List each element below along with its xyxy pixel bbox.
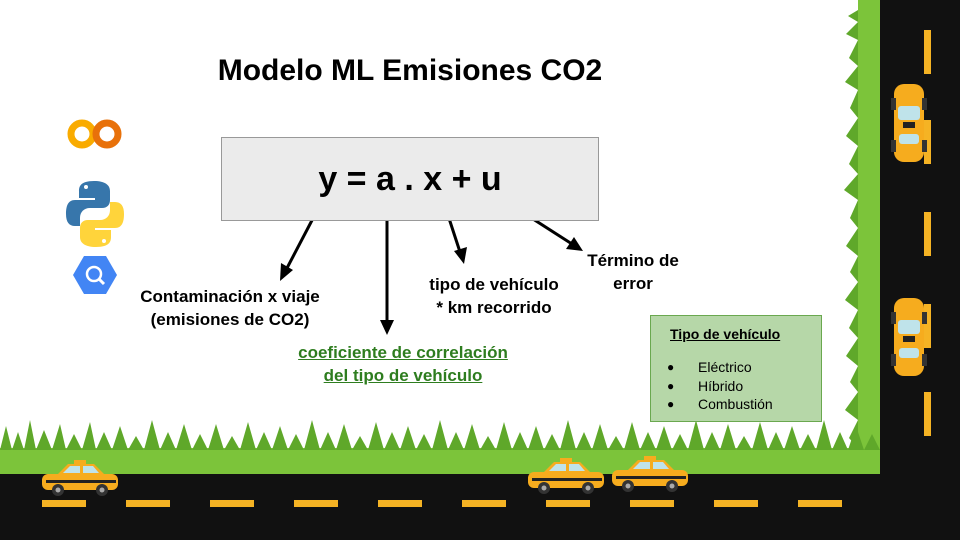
legend-list: Eléctrico Híbrido Combustión xyxy=(667,358,821,414)
legend-title: Tipo de vehículo xyxy=(670,326,781,342)
page-title: Modelo ML Emisiones CO2 xyxy=(217,54,603,87)
grass-blades-bottom xyxy=(0,420,880,450)
label-u: Término de error xyxy=(587,251,679,293)
legend-item: Eléctrico xyxy=(667,358,821,377)
colab-icon xyxy=(67,119,122,149)
vehicle-type-legend: Tipo de vehículo Eléctrico Híbrido Combu… xyxy=(650,315,822,422)
arrowheads xyxy=(280,237,583,335)
python-icon xyxy=(66,181,124,247)
grass-bottom xyxy=(0,448,880,474)
label-a: coeficiente de correlación del tipo de v… xyxy=(298,343,508,385)
label-y: Contaminación x viaje (emisiones de CO2) xyxy=(140,287,320,329)
lane-markings-horizontal xyxy=(42,500,842,507)
road-decoration xyxy=(880,0,960,540)
formula-box: y = a . x + u xyxy=(221,137,599,221)
taxi-icon xyxy=(891,84,927,162)
bigquery-icon xyxy=(73,256,117,294)
legend-item: Híbrido xyxy=(667,377,821,396)
grass-blades-right xyxy=(844,10,858,470)
taxi-icon xyxy=(891,298,927,376)
legend-item: Combustión xyxy=(667,395,821,414)
formula: y = a . x + u xyxy=(318,159,502,198)
label-x: tipo de vehículo * km recorrido xyxy=(429,275,559,317)
